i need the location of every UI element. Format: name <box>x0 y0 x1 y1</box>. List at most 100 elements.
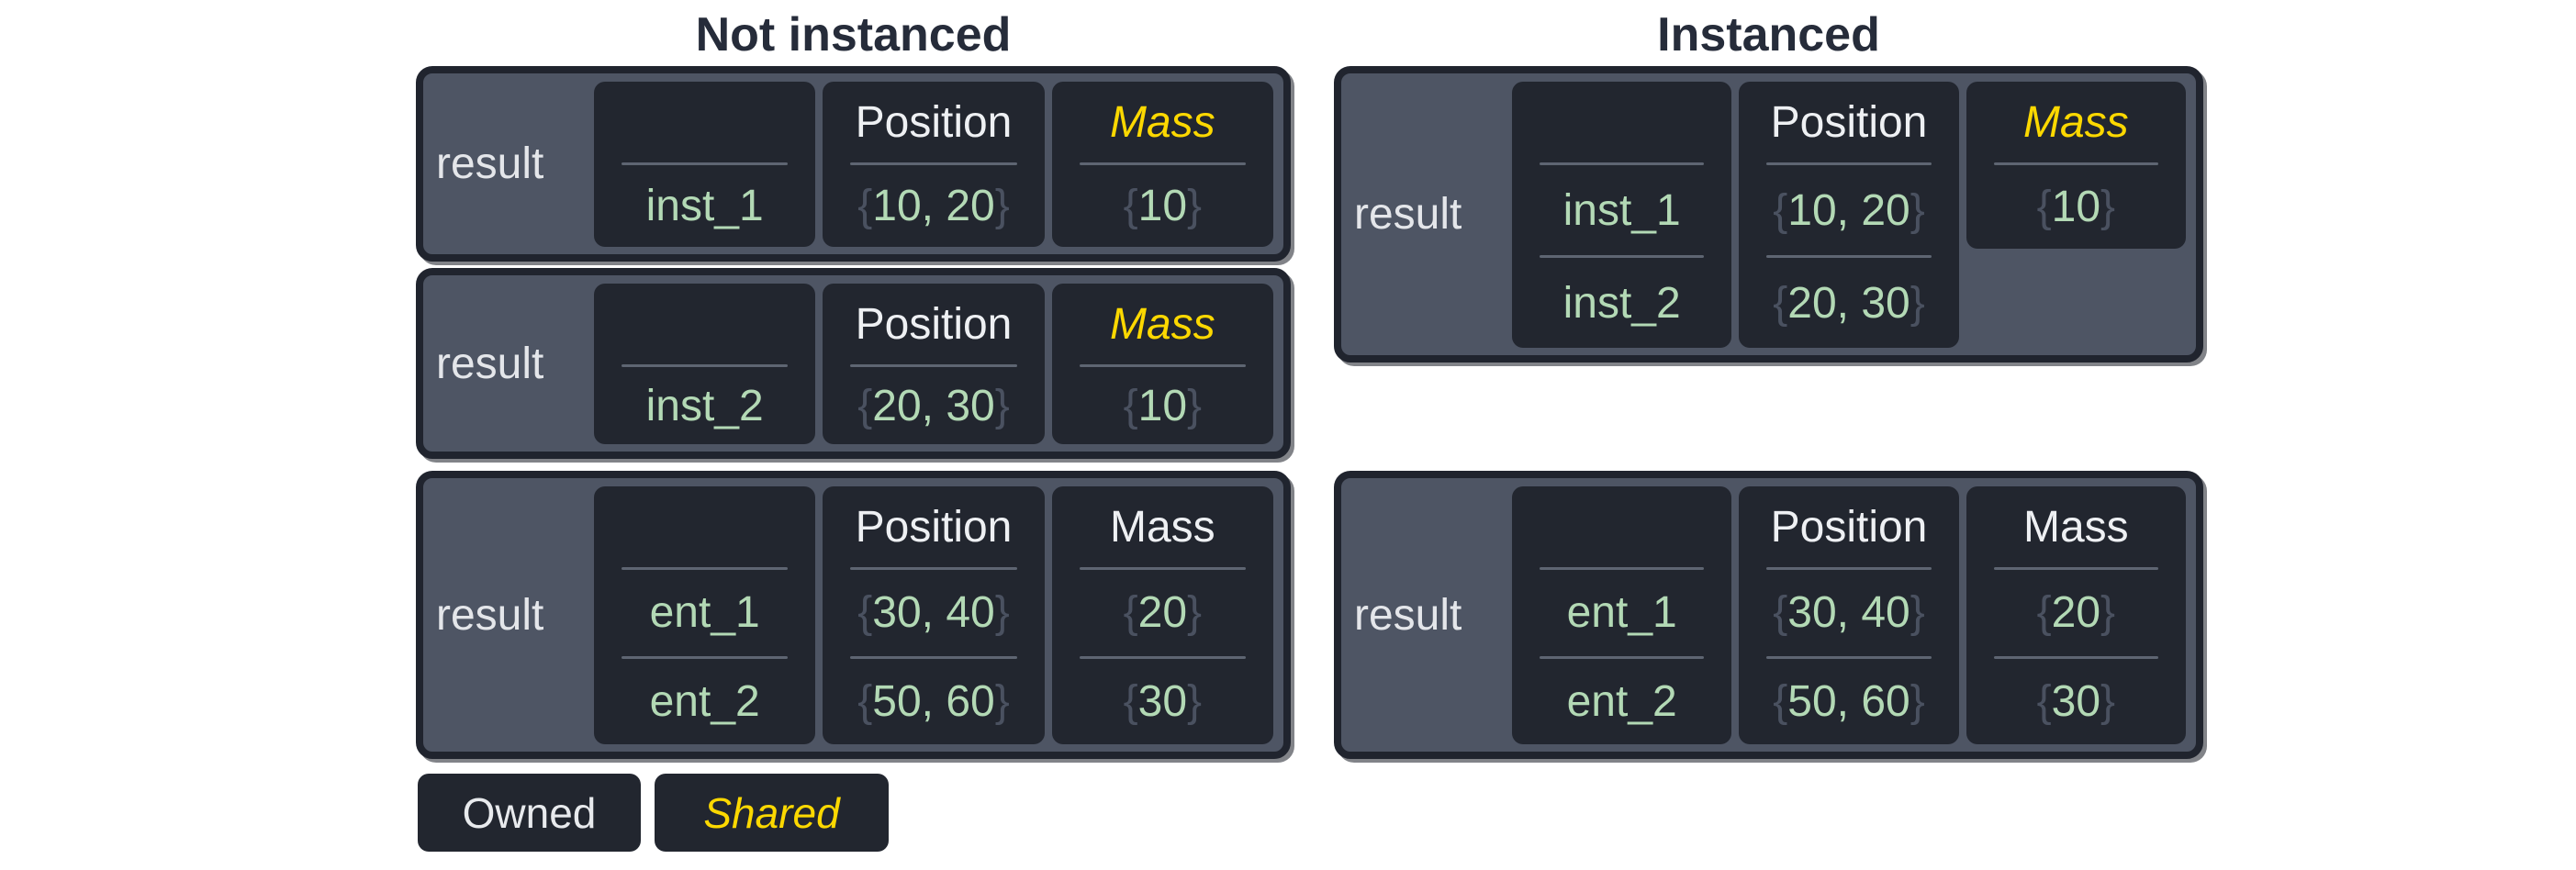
component-column: ent_1 ent_2 <box>594 486 816 744</box>
open-brace: { <box>1123 182 1138 230</box>
close-brace: } <box>1187 588 1203 638</box>
component-column: Position{30, 40}{50, 60} <box>823 486 1045 744</box>
component-column: Position{20, 30} <box>823 284 1045 444</box>
column-header: Position <box>855 97 1013 147</box>
component-column: Mass{20}{30} <box>1966 486 2186 744</box>
result-label: result <box>436 139 544 188</box>
close-brace: } <box>2100 183 2116 231</box>
component-value: 30, 40 <box>1787 588 1910 638</box>
component-value: 30, 40 <box>872 588 995 638</box>
entity-name: ent_1 <box>649 588 760 638</box>
row-separator <box>622 364 789 367</box>
open-brace: { <box>1773 185 1788 235</box>
column-header-empty <box>594 486 815 567</box>
component-value: 20, 30 <box>872 381 995 430</box>
close-brace: } <box>994 676 1010 726</box>
row-separator <box>850 364 1017 367</box>
component-value-cell: {20} <box>1966 570 2186 656</box>
row-separator <box>1766 655 1932 659</box>
open-brace: { <box>1773 676 1788 726</box>
column-header: Position <box>1770 502 1928 552</box>
close-brace: } <box>1187 676 1203 726</box>
row-separator <box>1540 255 1705 258</box>
columns-row: inst_2 Position{20, 30}Mass{10} <box>594 284 1273 444</box>
row-separator <box>1993 567 2158 570</box>
component-value: 10 <box>1137 182 1188 230</box>
row-separator <box>1766 567 1932 570</box>
component-column: Position {10, 20} <box>823 82 1045 247</box>
component-value: 50, 60 <box>1787 676 1910 726</box>
component-column: inst_2 <box>594 284 816 444</box>
entity-name: ent_2 <box>649 676 760 726</box>
close-brace: } <box>1187 182 1203 230</box>
component-value-cell: {20, 30} <box>1739 258 1958 348</box>
component-column: Mass{20}{30} <box>1051 486 1273 744</box>
close-brace: } <box>1910 588 1925 638</box>
column-header: Mass <box>1109 502 1215 552</box>
column-header-empty <box>594 82 815 162</box>
open-brace: { <box>1123 676 1138 726</box>
entity-name: ent_2 <box>1566 676 1677 726</box>
row-separator <box>850 567 1017 570</box>
open-brace: { <box>857 381 873 430</box>
row-separator <box>1766 162 1932 165</box>
component-value-cell: {10, 20} <box>823 165 1044 247</box>
row-separator <box>850 162 1017 165</box>
component-value-cell: {50, 60} <box>1739 659 1958 745</box>
column-header: Position <box>1770 97 1928 147</box>
legend-shared: Shared <box>655 774 889 852</box>
column-header-empty <box>594 284 815 364</box>
entity-name: inst_2 <box>645 381 764 430</box>
component-column: Mass{10} <box>1051 284 1273 444</box>
close-brace: } <box>1910 185 1925 235</box>
close-brace: } <box>994 182 1010 230</box>
section-title-not-instanced: Not instanced <box>695 8 1012 61</box>
column-header-empty <box>1512 486 1731 567</box>
row-separator <box>622 567 789 570</box>
column-header: Mass <box>1109 299 1215 349</box>
row-separator <box>1079 567 1246 570</box>
close-brace: } <box>994 588 1010 638</box>
component-value-cell: {20, 30} <box>823 367 1044 444</box>
open-brace: { <box>2036 588 2052 638</box>
open-brace: { <box>1773 278 1788 328</box>
row-separator <box>1540 567 1705 570</box>
component-value-cell: {30, 40} <box>823 570 1044 656</box>
column-header: Position <box>855 502 1013 552</box>
entity-name: inst_1 <box>1562 185 1681 235</box>
result-label: result <box>1354 190 1462 239</box>
component-column: inst_1 inst_2 <box>1512 82 1732 348</box>
component-value-cell: {10} <box>1052 165 1273 247</box>
column-header: Mass <box>1109 97 1215 147</box>
legend-owned: Owned <box>418 774 641 852</box>
component-value-cell: {30, 40} <box>1739 570 1958 656</box>
component-value: 20 <box>1137 588 1188 638</box>
row-separator <box>622 162 789 165</box>
entity-name: inst_2 <box>1562 278 1681 328</box>
entity-name-cell: inst_2 <box>594 367 815 444</box>
close-brace: } <box>1910 676 1925 726</box>
row-separator <box>1766 255 1932 258</box>
entity-name-cell: inst_2 <box>1512 258 1731 348</box>
component-value-cell: {20} <box>1052 570 1273 656</box>
component-value-cell: {30} <box>1966 659 2186 745</box>
result-label: result <box>436 339 544 388</box>
open-brace: { <box>1123 588 1138 638</box>
entity-name-cell: ent_1 <box>594 570 815 656</box>
close-brace: } <box>1910 278 1925 328</box>
open-brace: { <box>2036 183 2052 231</box>
component-value-cell: {10} <box>1966 165 2186 249</box>
row-separator <box>1079 162 1246 165</box>
open-brace: { <box>857 676 873 726</box>
result-label: result <box>1354 590 1462 640</box>
component-column: Position{30, 40}{50, 60} <box>1739 486 1959 745</box>
